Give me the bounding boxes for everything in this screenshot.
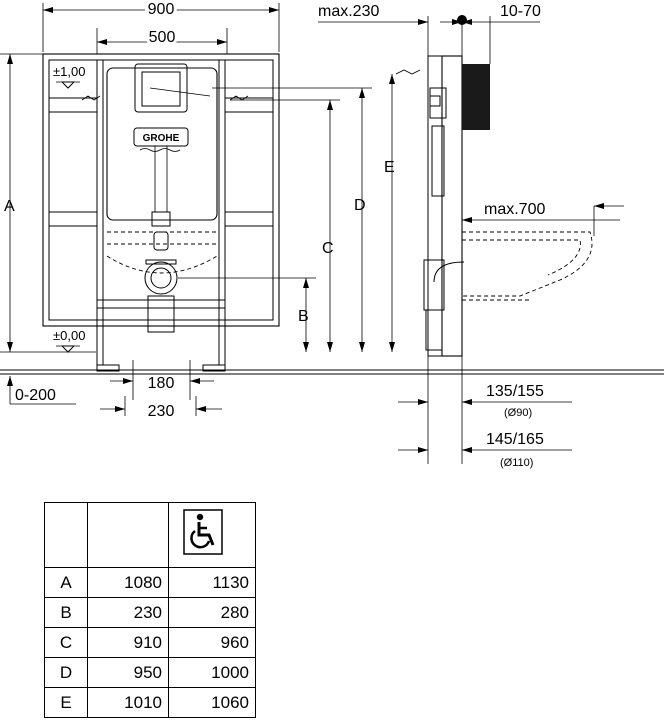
dim-D-label: D bbox=[354, 197, 366, 214]
pipe-110-label: 145/165 bbox=[486, 431, 544, 448]
table-row: C 910 960 bbox=[44, 627, 256, 658]
max-depth-label: max.230 bbox=[318, 3, 379, 20]
width-500-label: 500 bbox=[149, 29, 176, 46]
installation-drawing: 900 500 GROHE bbox=[0, 0, 664, 469]
pipe-90-label: 135/155 bbox=[486, 383, 544, 400]
max-700-label: max.700 bbox=[484, 201, 545, 218]
width-230-label: 230 bbox=[148, 403, 175, 420]
level-bottom-label: ±0,00 bbox=[53, 328, 85, 343]
table-row: A 1080 1130 bbox=[44, 567, 256, 598]
level-top-label: ±1,00 bbox=[53, 64, 85, 79]
frame-profile bbox=[441, 55, 463, 357]
table-row: E 1010 1060 bbox=[44, 687, 256, 718]
wall-range-label: 10-70 bbox=[500, 3, 541, 20]
front-view: 900 500 GROHE bbox=[0, 0, 664, 420]
foot-range-label: 0-200 bbox=[15, 387, 56, 404]
dim-A-label: A bbox=[4, 198, 15, 215]
dim-B-label: B bbox=[298, 308, 309, 325]
side-view: max.230 10-70 max.700 bbox=[318, 3, 624, 469]
pipe-90-dia-label: (Ø90) bbox=[504, 407, 532, 419]
width-180-label: 180 bbox=[148, 375, 175, 392]
dimension-table: A 1080 1130 B 230 280 C 910 960 D 950 10… bbox=[44, 502, 256, 718]
dim-C-label: C bbox=[322, 240, 334, 257]
cistern bbox=[106, 67, 218, 221]
outlet-circle bbox=[144, 261, 178, 295]
table-row: B 230 280 bbox=[44, 597, 256, 628]
brand-label: GROHE bbox=[143, 133, 180, 144]
dim-E-label: E bbox=[384, 159, 395, 176]
flush-plate bbox=[462, 64, 490, 130]
wheelchair-icon bbox=[183, 509, 223, 555]
table-header-row bbox=[44, 502, 256, 568]
width-900-label: 900 bbox=[148, 1, 175, 18]
table-row: D 950 1000 bbox=[44, 657, 256, 688]
pipe-110-dia-label: (Ø110) bbox=[500, 457, 533, 469]
